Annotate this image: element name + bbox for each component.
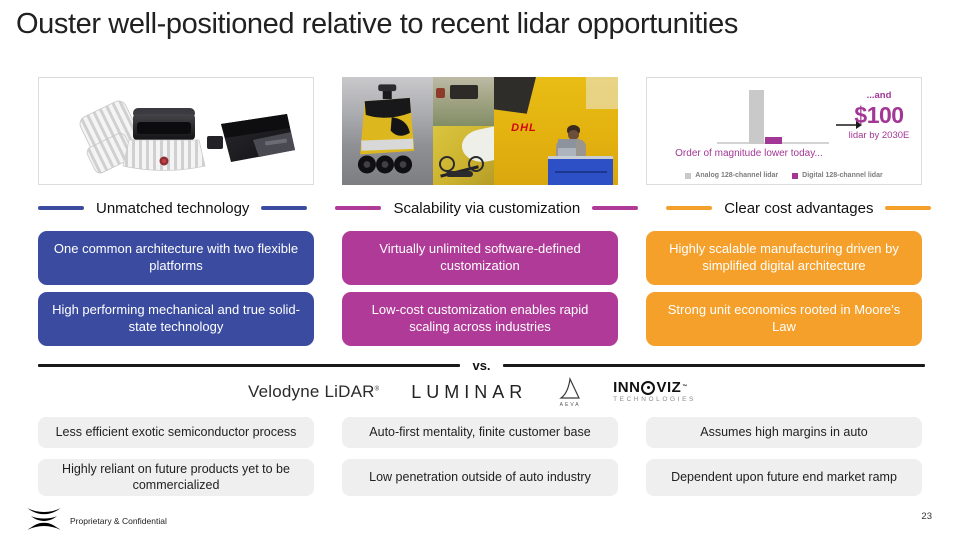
header-scalability: Scalability via customization xyxy=(335,198,639,218)
category-headers-row: Unmatched technology Scalability via cus… xyxy=(38,198,932,218)
velodyne-logo: Velodyne LiDAR® xyxy=(248,382,379,402)
chart-caption: Order of magnitude lower today... xyxy=(675,148,823,159)
pro-box: Virtually unlimited software-defined cus… xyxy=(342,231,618,285)
header-accent-line xyxy=(38,206,84,210)
dhl-truck-photo: DHL xyxy=(493,77,618,185)
cons-row-1: Less efficient exotic semiconductor proc… xyxy=(38,417,922,448)
innoviz-logo: INN VIZ ™ TECHNOLOGIES xyxy=(613,380,696,404)
con-box: Auto-first mentality, finite customer ba… xyxy=(342,417,618,448)
header-cost-advantages: Clear cost advantages xyxy=(666,198,932,218)
trademark-mark: ™ xyxy=(682,384,688,391)
innoviz-logo-text: INN VIZ ™ xyxy=(613,380,688,395)
legend-label-digital: Digital 128-channel lidar xyxy=(802,172,883,179)
divider-line xyxy=(38,364,461,367)
delivery-robot-illustration xyxy=(358,84,415,174)
vs-label: vs. xyxy=(472,358,491,373)
lidar-sensors-illustration xyxy=(79,100,295,174)
header-accent-line xyxy=(885,206,932,210)
header-label: Scalability via customization xyxy=(393,199,581,217)
con-box: Less efficient exotic semiconductor proc… xyxy=(38,417,314,448)
cost-chart-panel: Order of magnitude lower today... ...and… xyxy=(646,77,922,185)
header-label: Clear cost advantages xyxy=(724,199,874,217)
innoviz-sub-text: TECHNOLOGIES xyxy=(613,396,696,404)
chart-annotation: ...and $100 lidar by 2030E xyxy=(843,90,915,141)
truck-window-shape xyxy=(493,77,537,114)
registered-mark: ® xyxy=(374,386,380,393)
pro-box: One common architecture with two flexibl… xyxy=(38,231,314,285)
header-accent-line xyxy=(592,206,639,210)
pro-box: Highly scalable manufacturing driven by … xyxy=(646,231,922,285)
pro-box: Strong unit economics rooted in Moore’s … xyxy=(646,292,922,346)
chart-legend: Analog 128-channel lidar Digital 128-cha… xyxy=(647,172,921,179)
footer-confidential-label: Proprietary & Confidential xyxy=(70,516,167,526)
delivery-robot-photo xyxy=(342,77,434,185)
aeva-logo: AEVA xyxy=(559,376,581,408)
legend-swatch-digital xyxy=(792,172,799,179)
legend-label-analog: Analog 128-channel lidar xyxy=(695,172,779,179)
innoviz-o-dot xyxy=(646,386,650,390)
aeva-triangle-icon xyxy=(559,376,581,399)
header-unmatched-technology: Unmatched technology xyxy=(38,198,308,218)
page-number: 23 xyxy=(921,511,932,522)
pros-row-1: One common architecture with two flexibl… xyxy=(38,231,922,285)
ouster-logo xyxy=(27,508,61,530)
image-row: DHL Order of magnitude lower today... ..… xyxy=(38,77,922,185)
divider-line xyxy=(502,364,926,367)
luminar-logo: LUMINAR xyxy=(411,381,528,402)
header-accent-line xyxy=(666,206,713,210)
legend-item-analog: Analog 128-channel lidar xyxy=(685,172,778,179)
legend-item-digital: Digital 128-channel lidar xyxy=(792,172,883,179)
innoviz-text-post: VIZ xyxy=(656,379,682,397)
con-box: Assumes high margins in auto xyxy=(646,417,922,448)
pros-row-2: High performing mechanical and true soli… xyxy=(38,292,922,346)
bar-digital-lidar xyxy=(765,137,782,144)
header-label: Unmatched technology xyxy=(96,199,250,217)
aeva-logo-text: AEVA xyxy=(559,401,581,408)
header-accent-line xyxy=(261,206,308,210)
page-title: Ouster well-positioned relative to recen… xyxy=(16,8,738,40)
red-machine-shape xyxy=(435,87,446,99)
legend-swatch-analog xyxy=(685,172,692,179)
annotation-value: $100 xyxy=(854,102,904,128)
right-arrow-icon xyxy=(836,121,862,129)
technician-figure xyxy=(567,129,579,140)
competitor-logos-row: Velodyne LiDAR® LUMINAR AEVA INN VIZ ™ T… xyxy=(248,372,696,412)
collage-middle-column xyxy=(433,77,494,185)
annotation-sub: lidar by 2030E xyxy=(848,130,910,141)
drone-body-shape xyxy=(446,170,474,177)
drone-rotor-shape xyxy=(439,155,456,172)
con-box: Low penetration outside of auto industry xyxy=(342,459,618,497)
bar-analog-lidar xyxy=(749,90,764,144)
con-box: Highly reliant on future products yet to… xyxy=(38,459,314,497)
innoviz-o-icon xyxy=(641,380,656,395)
pro-box: High performing mechanical and true soli… xyxy=(38,292,314,346)
drone-rotor-shape xyxy=(468,155,485,172)
pro-box: Low-cost customization enables rapid sca… xyxy=(342,292,618,346)
header-accent-line xyxy=(335,206,382,210)
annotation-lead: ...and xyxy=(866,90,892,101)
tool-cart-shape xyxy=(548,156,614,185)
technician-figure xyxy=(566,124,580,135)
vs-divider: vs. xyxy=(38,358,926,373)
innoviz-text-pre: INN xyxy=(613,379,641,397)
sky-area xyxy=(585,77,618,110)
lidar-sensors-image xyxy=(38,77,314,185)
field-machine-shape xyxy=(450,84,478,100)
cons-row-2: Highly reliant on future products yet to… xyxy=(38,459,922,497)
con-box: Dependent upon future end market ramp xyxy=(646,459,922,497)
laptop-shape xyxy=(557,148,576,160)
drone-aircraft-photo xyxy=(433,125,494,185)
field-equipment-photo xyxy=(433,77,494,126)
cart-drawer-line xyxy=(554,170,607,173)
dhl-logo: DHL xyxy=(511,122,537,135)
velodyne-logo-text: Velodyne LiDAR xyxy=(248,382,375,401)
scalability-collage: DHL xyxy=(342,77,618,185)
